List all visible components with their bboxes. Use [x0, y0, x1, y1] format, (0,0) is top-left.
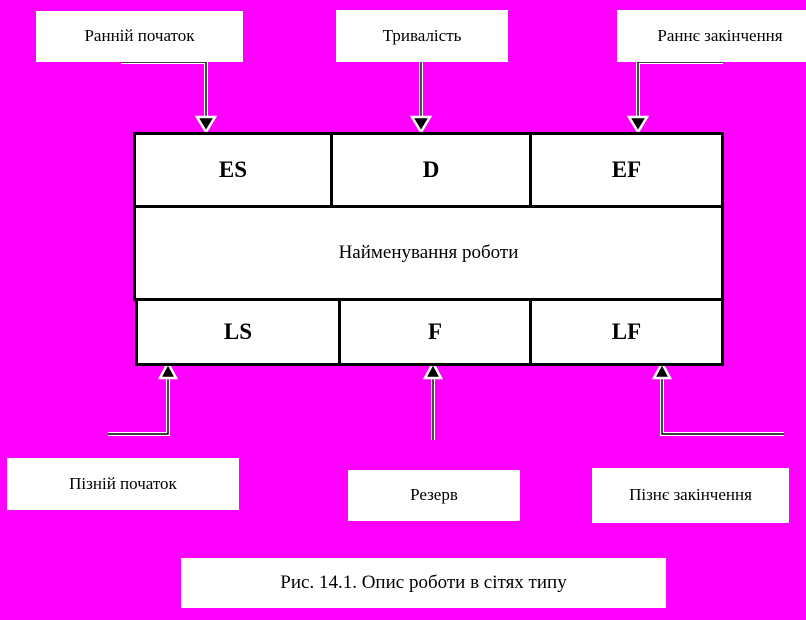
node-row-top: ES D EF	[133, 132, 724, 208]
node-row-bottom: LS F LF	[135, 298, 724, 366]
label-late-start: Пізній початок	[7, 458, 239, 510]
arrowhead-down	[194, 115, 650, 135]
node-cell-early-finish: EF	[529, 135, 721, 205]
node-cell-float: F	[338, 301, 529, 363]
label-reserve: Резерв	[348, 470, 520, 521]
label-early-finish: Раннє закінчення	[617, 10, 806, 62]
node-cell-duration: D	[330, 135, 529, 205]
activity-node-table: ES D EF Найменування роботи LS F LF	[133, 132, 724, 366]
node-cell-early-start: ES	[136, 135, 330, 205]
node-cell-activity-name: Найменування роботи	[136, 208, 721, 298]
figure-caption: Рис. 14.1. Опис роботи в сітях типу	[181, 558, 666, 608]
node-row-middle: Найменування роботи	[133, 205, 724, 301]
label-late-finish: Пізнє закінчення	[592, 468, 789, 523]
label-early-start: Ранній початок	[36, 11, 243, 62]
label-duration: Тривалість	[336, 10, 508, 62]
node-cell-late-finish: LF	[529, 301, 721, 363]
node-cell-late-start: LS	[138, 301, 338, 363]
